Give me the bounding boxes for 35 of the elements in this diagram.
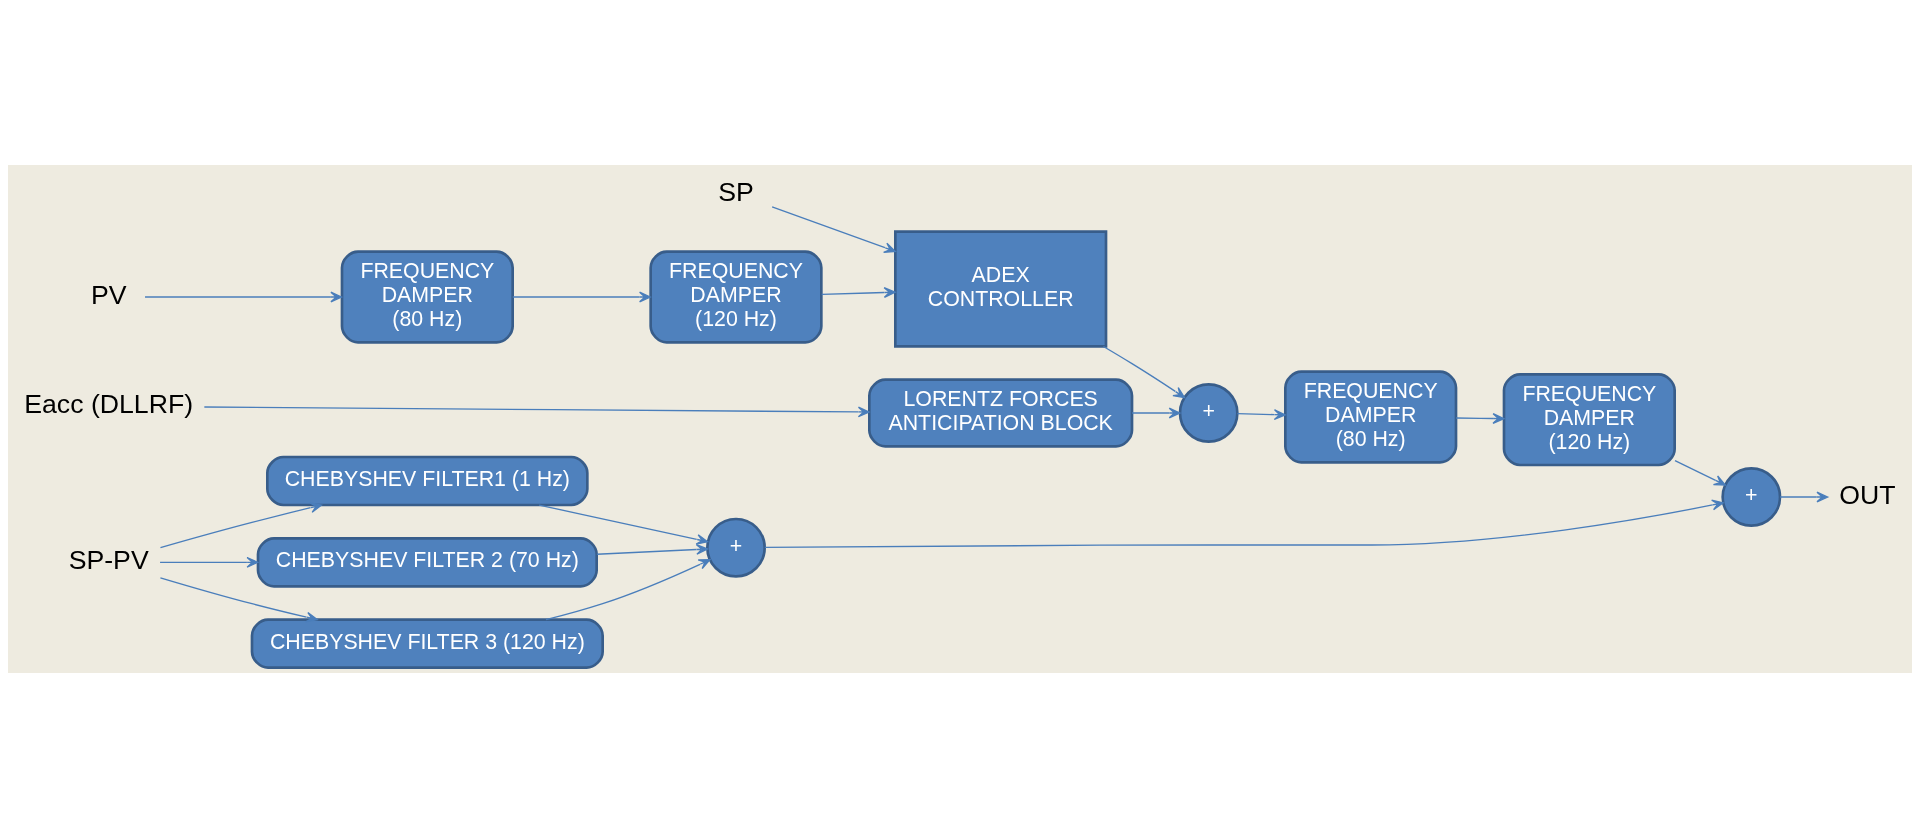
arrow (596, 543, 709, 555)
arrow (159, 556, 259, 568)
node-box: LORENTZ FORCES ANTICIPATION BLOCK (868, 377, 1134, 448)
arrow (1455, 412, 1505, 424)
node-box: ADEX CONTROLLER (894, 229, 1108, 348)
node-circle: + (1178, 382, 1239, 443)
node-box: CHEBYSHEV FILTER 2 (70 Hz) (256, 536, 598, 588)
arrow (159, 576, 318, 623)
arrow (1102, 345, 1186, 398)
arrow (144, 291, 343, 302)
arrow (512, 291, 651, 302)
node-box: FREQUENCY DAMPER (80 Hz) (340, 249, 514, 344)
node-text: SP-PV (68, 544, 149, 575)
node-box: FREQUENCY DAMPER (120 Hz) (649, 249, 823, 344)
arrow (203, 405, 870, 417)
arrow (764, 499, 1724, 548)
arrow (771, 205, 896, 253)
node-circle: + (706, 517, 766, 578)
node-box: FREQUENCY DAMPER (80 Hz) (1284, 369, 1458, 464)
arrow (1236, 408, 1286, 420)
node-text: Eacc (DLLRF) (24, 388, 194, 419)
node-box: CHEBYSHEV FILTER1 (1 Hz) (266, 455, 589, 506)
node-box: FREQUENCY DAMPER (120 Hz) (1502, 372, 1676, 466)
node-text: PV (90, 279, 127, 310)
arrow (1674, 459, 1726, 486)
arrow (1779, 491, 1829, 502)
node-box: CHEBYSHEV FILTER 3 (120 Hz) (250, 617, 604, 669)
arrow (1131, 407, 1181, 418)
node-text: SP (718, 176, 754, 207)
arrow (545, 558, 711, 620)
arrow (538, 503, 709, 545)
arrow (821, 286, 896, 298)
node-circle: + (1721, 466, 1782, 527)
arrow (159, 501, 323, 548)
node-text: OUT (1839, 479, 1896, 510)
